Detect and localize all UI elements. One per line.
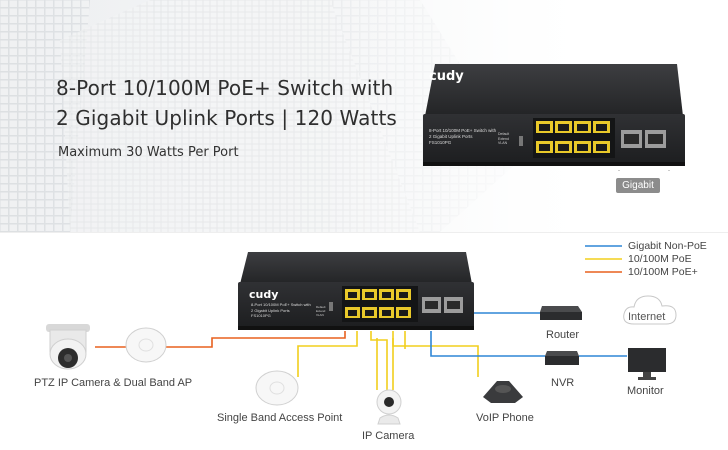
- router-icon: [540, 306, 582, 320]
- label-ptz-camera-ap: PTZ IP Camera & Dual Band AP: [34, 377, 193, 389]
- switch-bottom-desc: 8-Port 10/100M PoE+ Switch with 2 Gigabi…: [251, 302, 311, 319]
- subheadline: Maximum 30 Watts Per Port: [58, 145, 239, 160]
- dual-band-ap-icon: [125, 327, 167, 363]
- single-band-ap-icon: [255, 370, 299, 406]
- switch-top-model: FS1010PG: [429, 140, 452, 145]
- mode-label-vlan: VLAN: [498, 141, 508, 145]
- label-monitor: Monitor: [627, 385, 664, 397]
- section-divider: [0, 232, 728, 233]
- legend-gigabit: Gigabit Non-PoE: [628, 240, 707, 252]
- switch-top-desc-line1: 8-Port 10/100M PoE+ Switch with: [429, 128, 497, 133]
- switch-bottom-model: FS1010PG: [251, 313, 271, 318]
- switch-top-mode-labels: Default Extend VLAN: [498, 132, 509, 146]
- switch-top-image: [423, 64, 685, 171]
- label-ip-camera: IP Camera: [362, 430, 415, 442]
- ptz-camera-icon: [46, 324, 90, 370]
- voip-phone-icon: [483, 381, 523, 403]
- mode-label-default: Default: [498, 132, 510, 136]
- switch-top-desc-line2: 2 Gigabit Uplink Ports: [429, 134, 473, 139]
- mode-label-extend: Extend: [498, 136, 509, 141]
- headline-line1: 8-Port 10/100M PoE+ Switch with: [56, 76, 394, 100]
- label-internet: Internet: [628, 311, 666, 323]
- monitor-icon: [628, 348, 666, 380]
- mode-label-default: Default: [316, 305, 326, 309]
- legend-poe: 10/100M PoE: [628, 253, 692, 265]
- cloud-icon: [623, 295, 677, 325]
- mode-label-vlan: VLAN: [316, 313, 324, 317]
- label-single-band-ap: Single Band Access Point: [217, 412, 343, 424]
- legend-poeplus: 10/100M PoE+: [628, 266, 698, 278]
- switch-bottom-mode-labels: Default Extend VLAN: [316, 305, 326, 317]
- switch-bottom-desc-line1: 8-Port 10/100M PoE+ Switch with: [251, 302, 311, 307]
- gigabit-tag: Gigabit: [616, 178, 660, 193]
- nvr-icon: [545, 351, 579, 365]
- headline-line2: 2 Gigabit Uplink Ports | 120 Watts: [56, 106, 397, 130]
- switch-top-brand: cudy: [429, 69, 464, 84]
- ip-camera-icon: [376, 389, 402, 425]
- switch-bottom-desc-line2: 2 Gigabit Uplink Ports: [251, 307, 290, 313]
- label-router: Router: [546, 329, 580, 341]
- switch-bottom-brand: cudy: [249, 288, 279, 301]
- switch-bottom-image: [238, 252, 474, 330]
- label-nvr: NVR: [551, 377, 575, 389]
- mode-label-extend: Extend: [316, 309, 326, 313]
- switch-top-desc: 8-Port 10/100M PoE+ Switch with 2 Gigabi…: [429, 128, 496, 146]
- label-voip-phone: VoIP Phone: [476, 412, 534, 424]
